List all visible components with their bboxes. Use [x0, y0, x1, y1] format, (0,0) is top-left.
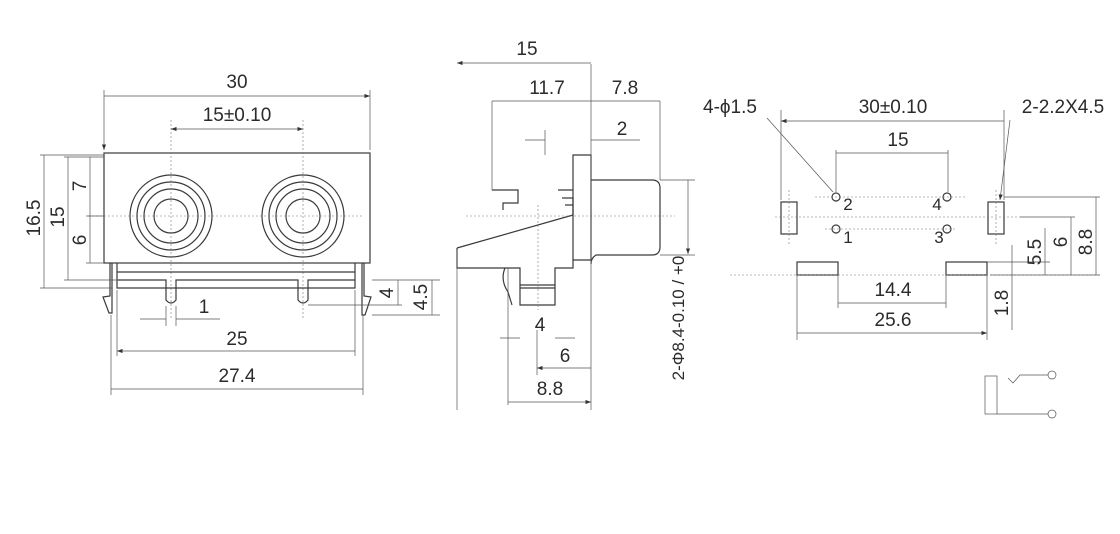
side-clips	[102, 263, 372, 316]
pad-right	[945, 261, 988, 276]
hole-note: 4-ϕ1.5	[703, 97, 757, 118]
dim-pin-span: 25	[226, 329, 247, 350]
dim-clip-length: 4.5	[411, 284, 432, 310]
dim-pin-width: 4	[535, 315, 546, 336]
dim-width-overall: 30	[226, 72, 247, 93]
dim-slot-spacing: 30±0.10	[859, 97, 928, 118]
side-view: 15 11.7 7.8 2 2-Φ8.4-0.10 / +0 4 6 8.8	[457, 39, 695, 410]
dim-8-8: 8.8	[1076, 229, 1097, 255]
pcb-layout: 4-ϕ1.5 2-2.2X4.5 30±0.10 15 2 4 1 3 14.4…	[703, 97, 1104, 419]
dim-height-body: 15	[48, 206, 69, 227]
pad-left	[796, 261, 839, 276]
barrel	[590, 179, 661, 265]
dim-depth-overall: 15	[516, 39, 537, 60]
dim-flange: 2	[617, 119, 628, 140]
dim-pin-length: 4	[377, 287, 398, 298]
dim-height-overall: 16.5	[24, 200, 45, 237]
dim-pin-width: 1	[199, 297, 210, 318]
dim-clip-span: 27.4	[219, 366, 256, 387]
jack-schematic-symbol	[984, 370, 1057, 419]
dim-center-lower: 6	[70, 235, 91, 246]
dim-pin-offset: 6	[560, 346, 571, 367]
pin-lead	[502, 267, 513, 306]
hole-label: 1	[843, 228, 852, 247]
hole-label: 3	[934, 228, 943, 247]
dim-hole-spacing: 15	[887, 130, 908, 151]
dim-pin-offset-total: 8.8	[537, 379, 563, 400]
dim-pad-gap: 14.4	[875, 280, 912, 301]
front-view: 30 15±0.10 16.5 15 7 6 1 25 27.4 4 4.5	[24, 72, 440, 395]
front-base	[116, 263, 356, 304]
dim-center-upper: 7	[70, 181, 91, 192]
dim-6: 6	[1051, 237, 1072, 248]
dim-jack-spacing: 15±0.10	[203, 105, 272, 126]
dim-barrel-diameter: 2-Φ8.4-0.10 / +0	[669, 256, 688, 381]
slot-note: 2-2.2X4.5	[1022, 97, 1104, 118]
dim-pad-span: 25.6	[875, 310, 912, 331]
hole-label: 2	[843, 195, 852, 214]
dim-1-8: 1.8	[992, 290, 1013, 316]
dim-depth-body: 11.7	[529, 78, 565, 99]
dim-barrel-length: 7.8	[612, 78, 638, 99]
contacts	[492, 189, 574, 215]
hole-label: 4	[932, 195, 941, 214]
flange	[572, 154, 592, 261]
side-body	[456, 214, 574, 306]
dim-5-5: 5.5	[1025, 239, 1046, 265]
